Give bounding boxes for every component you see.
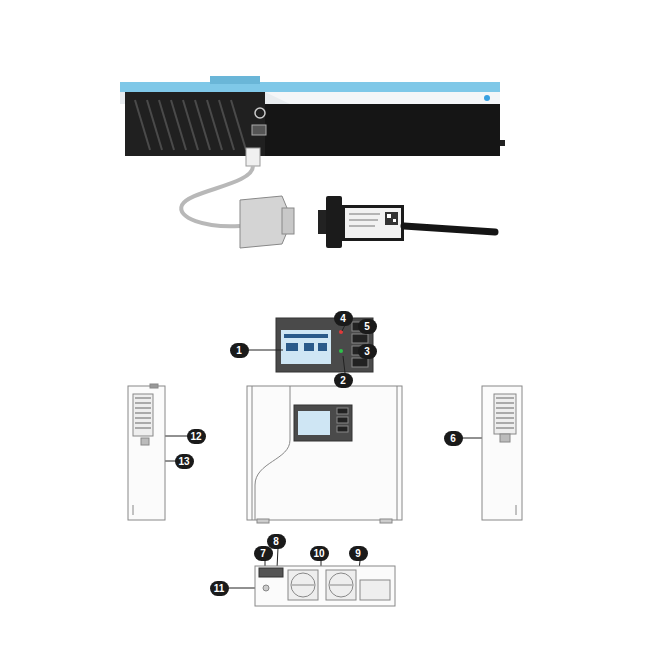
callout-number: 1 <box>230 343 249 358</box>
callout-number: 10 <box>310 546 329 561</box>
callout-number: 7 <box>254 546 273 561</box>
callout-number: 4 <box>334 311 353 326</box>
front-view <box>247 386 402 523</box>
callout-number: 3 <box>358 344 377 359</box>
callout-number: 5 <box>358 319 377 334</box>
callout-number: 6 <box>444 431 463 446</box>
callout-number: 13 <box>175 454 194 469</box>
right-side-view <box>482 386 522 520</box>
leader-lines <box>146 325 500 588</box>
inverter-photo <box>120 76 505 156</box>
left-side-view <box>128 384 165 520</box>
bottom-view <box>255 566 395 606</box>
callout-number: 2 <box>334 373 353 388</box>
callout-number: 12 <box>187 429 206 444</box>
callout-number: 11 <box>210 581 229 596</box>
callout-number: 9 <box>349 546 368 561</box>
wifi-dongle <box>318 196 495 248</box>
rs232-cable <box>181 148 294 248</box>
